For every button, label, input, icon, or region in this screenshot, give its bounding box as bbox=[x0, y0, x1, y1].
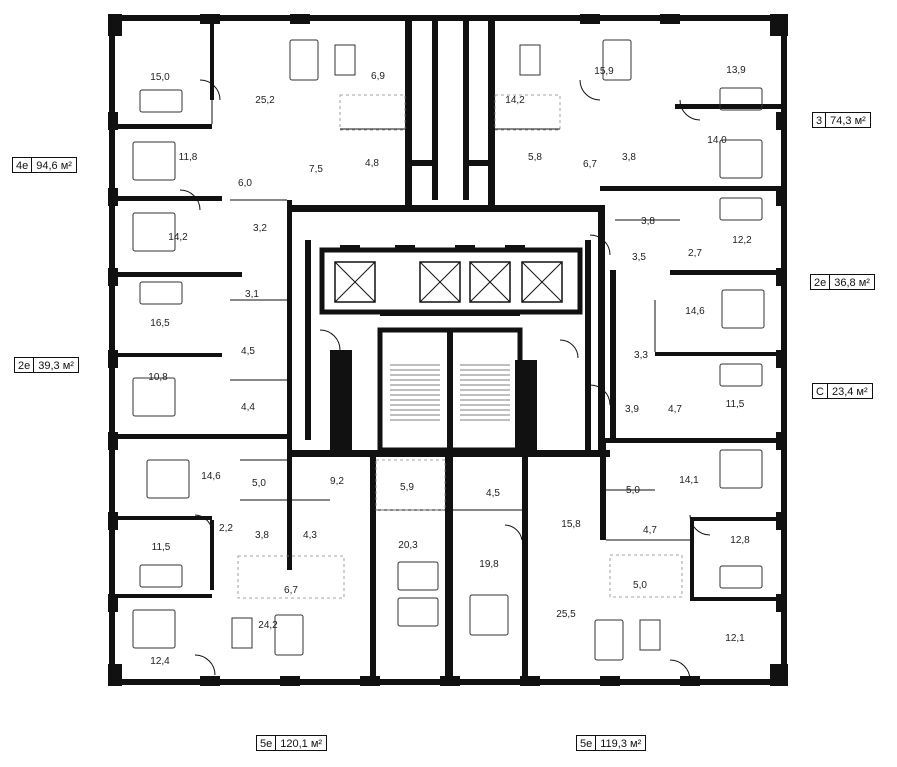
room-area: 25,5 bbox=[556, 609, 576, 620]
unit-area: 74,3 м² bbox=[830, 115, 866, 127]
room-area: 25,2 bbox=[255, 95, 275, 106]
room-area: 11,5 bbox=[152, 542, 171, 553]
room-area: 14,0 bbox=[707, 135, 727, 146]
room-area: 14,1 bbox=[679, 475, 699, 486]
room-area: 3,2 bbox=[253, 223, 267, 234]
unit-code: С bbox=[813, 384, 828, 398]
unit-area: 94,6 м² bbox=[36, 160, 72, 172]
room-area: 9,2 bbox=[330, 476, 344, 487]
unit-code: 5е bbox=[577, 736, 597, 750]
room-area: 3,9 bbox=[625, 404, 639, 415]
stairs bbox=[390, 364, 510, 421]
room-area: 11,5 bbox=[726, 399, 745, 410]
room-area: 4,3 bbox=[303, 530, 317, 541]
room-area: 3,3 bbox=[634, 350, 648, 361]
room-area: 2,7 bbox=[688, 248, 702, 259]
room-area: 16,5 bbox=[150, 318, 170, 329]
room-area: 4,8 bbox=[365, 158, 379, 169]
room-area: 15,8 bbox=[561, 519, 581, 530]
room-area: 12,2 bbox=[732, 235, 752, 246]
unit-code: 4е bbox=[13, 158, 33, 172]
room-area: 5,0 bbox=[252, 478, 266, 489]
room-area: 13,9 bbox=[726, 65, 746, 76]
unit-area: 39,3 м² bbox=[38, 360, 74, 372]
room-area: 3,8 bbox=[641, 216, 655, 227]
interior-walls bbox=[112, 20, 785, 682]
room-area: 6,7 bbox=[284, 585, 298, 596]
elevators bbox=[334, 261, 563, 303]
unit-area: 119,3 м² bbox=[600, 738, 642, 750]
unit-code: 2е bbox=[15, 358, 35, 372]
room-area: 5,0 bbox=[626, 485, 640, 496]
room-area: 6,9 bbox=[371, 71, 385, 82]
room-area: 5,0 bbox=[633, 580, 647, 591]
room-area: 12,4 bbox=[150, 656, 170, 667]
room-area: 19,8 bbox=[479, 559, 499, 570]
unit-area: 36,8 м² bbox=[834, 277, 870, 289]
unit-tag: 2е 36,8 м² bbox=[810, 274, 875, 290]
unit-tag: 5е 119,3 м² bbox=[576, 735, 647, 751]
room-area: 11,8 bbox=[179, 152, 198, 163]
room-area: 14,2 bbox=[168, 232, 188, 243]
room-area: 10,8 bbox=[148, 372, 168, 383]
unit-area: 120,1 м² bbox=[280, 738, 323, 750]
unit-area: 23,4 м² bbox=[831, 386, 868, 398]
unit-tag: С 23,4 м² bbox=[812, 383, 873, 399]
unit-tag: 3 74,3 м² bbox=[812, 112, 871, 128]
room-area: 5,8 bbox=[528, 152, 542, 163]
room-labels: 15,0 25,2 6,9 11,8 6,0 7,5 4,8 14,2 3,2 … bbox=[148, 65, 752, 667]
room-area: 4,4 bbox=[241, 402, 255, 413]
room-area: 15,9 bbox=[594, 66, 614, 77]
room-area: 7,5 bbox=[309, 164, 323, 175]
room-area: 6,7 bbox=[583, 159, 597, 170]
unit-tag: 2е 39,3 м² bbox=[14, 357, 79, 373]
room-area: 3,8 bbox=[622, 152, 636, 163]
room-area: 5,9 bbox=[400, 482, 414, 493]
room-area: 2,2 bbox=[219, 523, 233, 534]
room-area: 12,8 bbox=[730, 535, 750, 546]
unit-code: 2е bbox=[811, 275, 831, 289]
furniture bbox=[132, 39, 765, 661]
room-area: 20,3 bbox=[398, 540, 418, 551]
room-area: 4,7 bbox=[643, 525, 657, 536]
room-area: 4,5 bbox=[486, 488, 500, 499]
room-area: 15,0 bbox=[150, 72, 170, 83]
room-area: 3,1 bbox=[245, 289, 259, 300]
room-area: 14,2 bbox=[505, 95, 525, 106]
unit-code: 5е bbox=[257, 736, 277, 750]
room-area: 4,5 bbox=[241, 346, 255, 357]
room-area: 14,6 bbox=[685, 306, 705, 317]
room-area: 12,1 bbox=[725, 633, 745, 644]
unit-tag: 5е 120,1 м² bbox=[256, 735, 328, 751]
partitions bbox=[179, 79, 711, 681]
room-area: 24,2 bbox=[258, 620, 278, 631]
room-area: 3,5 bbox=[632, 252, 646, 263]
unit-tag: 4е 94,6 м² bbox=[12, 157, 77, 173]
room-area: 14,6 bbox=[201, 471, 221, 482]
unit-code: 3 bbox=[813, 113, 827, 127]
room-area: 3,8 bbox=[255, 530, 269, 541]
room-area: 4,7 bbox=[668, 404, 682, 415]
room-area: 6,0 bbox=[238, 178, 252, 189]
